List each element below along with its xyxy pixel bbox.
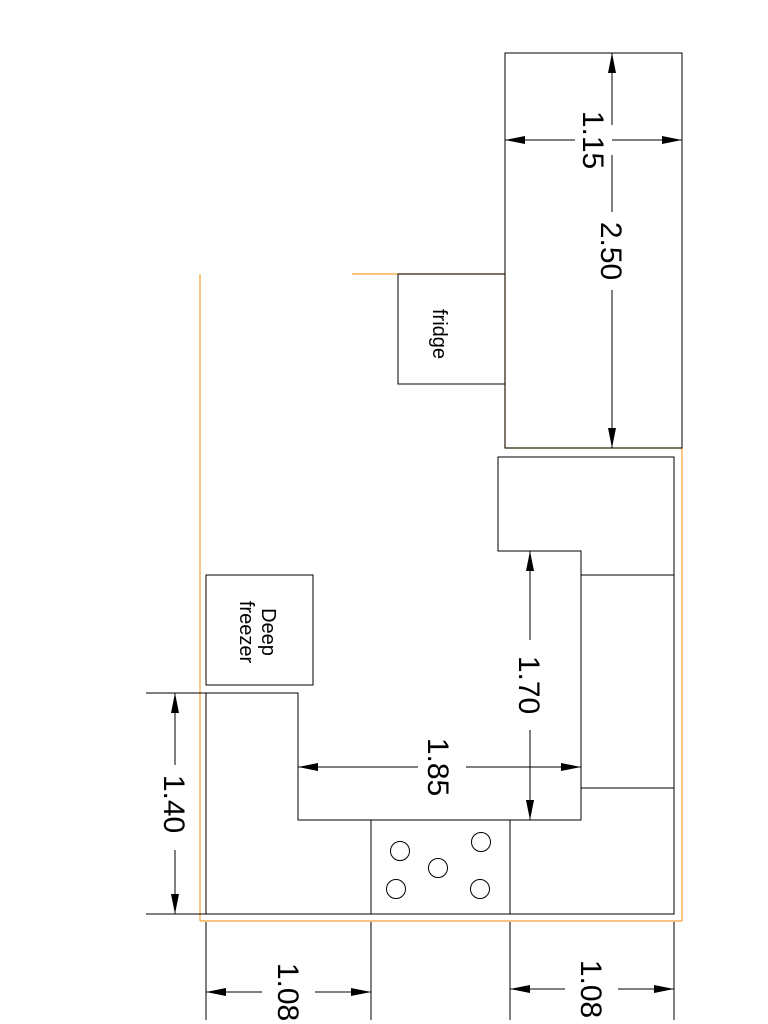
room-walls: [199, 273, 683, 922]
cooktop: [386, 832, 491, 899]
dimension-1-08-right: [509, 922, 675, 1020]
dimension-1-70-label: 1.70: [512, 656, 545, 714]
u-counter: [205, 456, 675, 915]
burner-4: [386, 879, 406, 899]
fridge-box: [397, 273, 505, 385]
deep-freezer-box: [205, 574, 314, 686]
dimension-1-40: [146, 692, 206, 915]
deep-freezer-label-line1: Deep: [257, 608, 279, 656]
top-counter: [504, 52, 683, 449]
burner-2: [471, 832, 491, 852]
dimension-1-08-right-label: 1.08: [574, 960, 607, 1018]
burner-5: [470, 879, 490, 899]
fridge-label: fridge: [428, 309, 450, 359]
dimension-1-40-label: 1.40: [157, 775, 190, 833]
burner-3: [428, 858, 448, 878]
dimension-1-85-label: 1.85: [421, 738, 454, 796]
deep-freezer-label-line2: freezer: [235, 601, 257, 664]
dimension-1-15-label: 1.15: [576, 111, 609, 169]
dimension-2-50-label: 2.50: [594, 222, 627, 280]
dimension-1-08-left: [205, 922, 372, 1020]
dimension-1-08-left-label: 1.08: [271, 963, 304, 1021]
burner-1: [390, 841, 410, 861]
